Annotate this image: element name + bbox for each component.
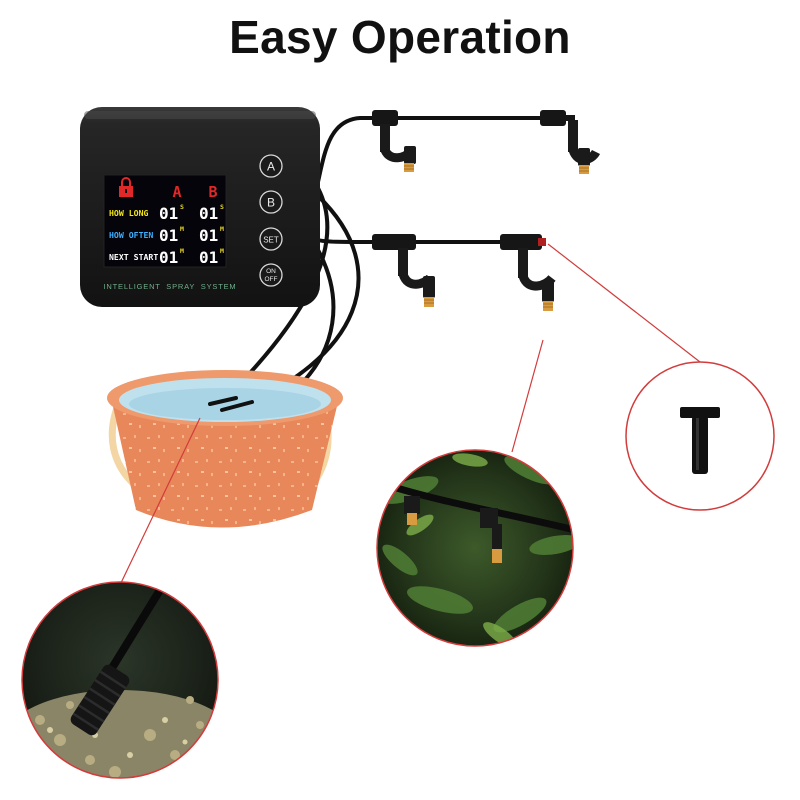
end-plug-closeup — [625, 361, 775, 511]
row1-a-unit: S — [180, 203, 184, 211]
row-label-next-start: NEXT START — [109, 252, 158, 262]
mist-closeup — [376, 449, 574, 647]
row-label-how-often: HOW OFTEN — [109, 230, 153, 240]
row2-a-value: 01 — [159, 226, 178, 245]
button-on-label: ON — [266, 268, 276, 275]
water-bucket — [107, 370, 343, 528]
nozzle-assembly-2 — [540, 110, 601, 174]
headline: Easy Operation — [229, 11, 571, 63]
filter-closeup — [21, 581, 219, 779]
nozzle-assembly-1 — [372, 110, 416, 172]
row2-a-unit: M — [180, 225, 184, 233]
row1-a-value: 01 — [159, 204, 178, 223]
button-set[interactable]: SET — [259, 227, 283, 251]
callout-lines — [119, 243, 701, 586]
channel-b-label: B — [208, 183, 217, 201]
button-on-off[interactable]: ON OFF — [259, 263, 283, 287]
button-b-label: B — [267, 196, 275, 210]
row3-a-unit: M — [180, 247, 184, 255]
nozzle-assembly-4 — [500, 234, 556, 311]
lock-icon — [119, 177, 133, 197]
row3-b-value: 01 — [199, 248, 218, 267]
row2-b-unit: M — [220, 225, 224, 233]
button-set-label: SET — [263, 236, 279, 245]
row3-b-unit: M — [220, 247, 224, 255]
nozzle-assembly-3 — [372, 234, 435, 307]
button-b[interactable]: B — [259, 190, 283, 214]
row-label-how-long: HOW LONG — [109, 208, 149, 218]
lcd-display: A B HOW LONG 01 S 01 S HOW OFTEN 01 M 01… — [103, 174, 227, 268]
channel-a-label: A — [172, 183, 181, 201]
row3-a-value: 01 — [159, 248, 178, 267]
brand-text: INTELLIGENT SPRAY SYSTEM — [104, 282, 237, 291]
row2-b-value: 01 — [199, 226, 218, 245]
row1-b-unit: S — [220, 203, 224, 211]
button-off-label: OFF — [265, 276, 278, 283]
button-a-label: A — [267, 160, 275, 174]
spray-controller: A B HOW LONG 01 S 01 S HOW OFTEN 01 M 01… — [80, 107, 320, 307]
button-a[interactable]: A — [259, 154, 283, 178]
row1-b-value: 01 — [199, 204, 218, 223]
